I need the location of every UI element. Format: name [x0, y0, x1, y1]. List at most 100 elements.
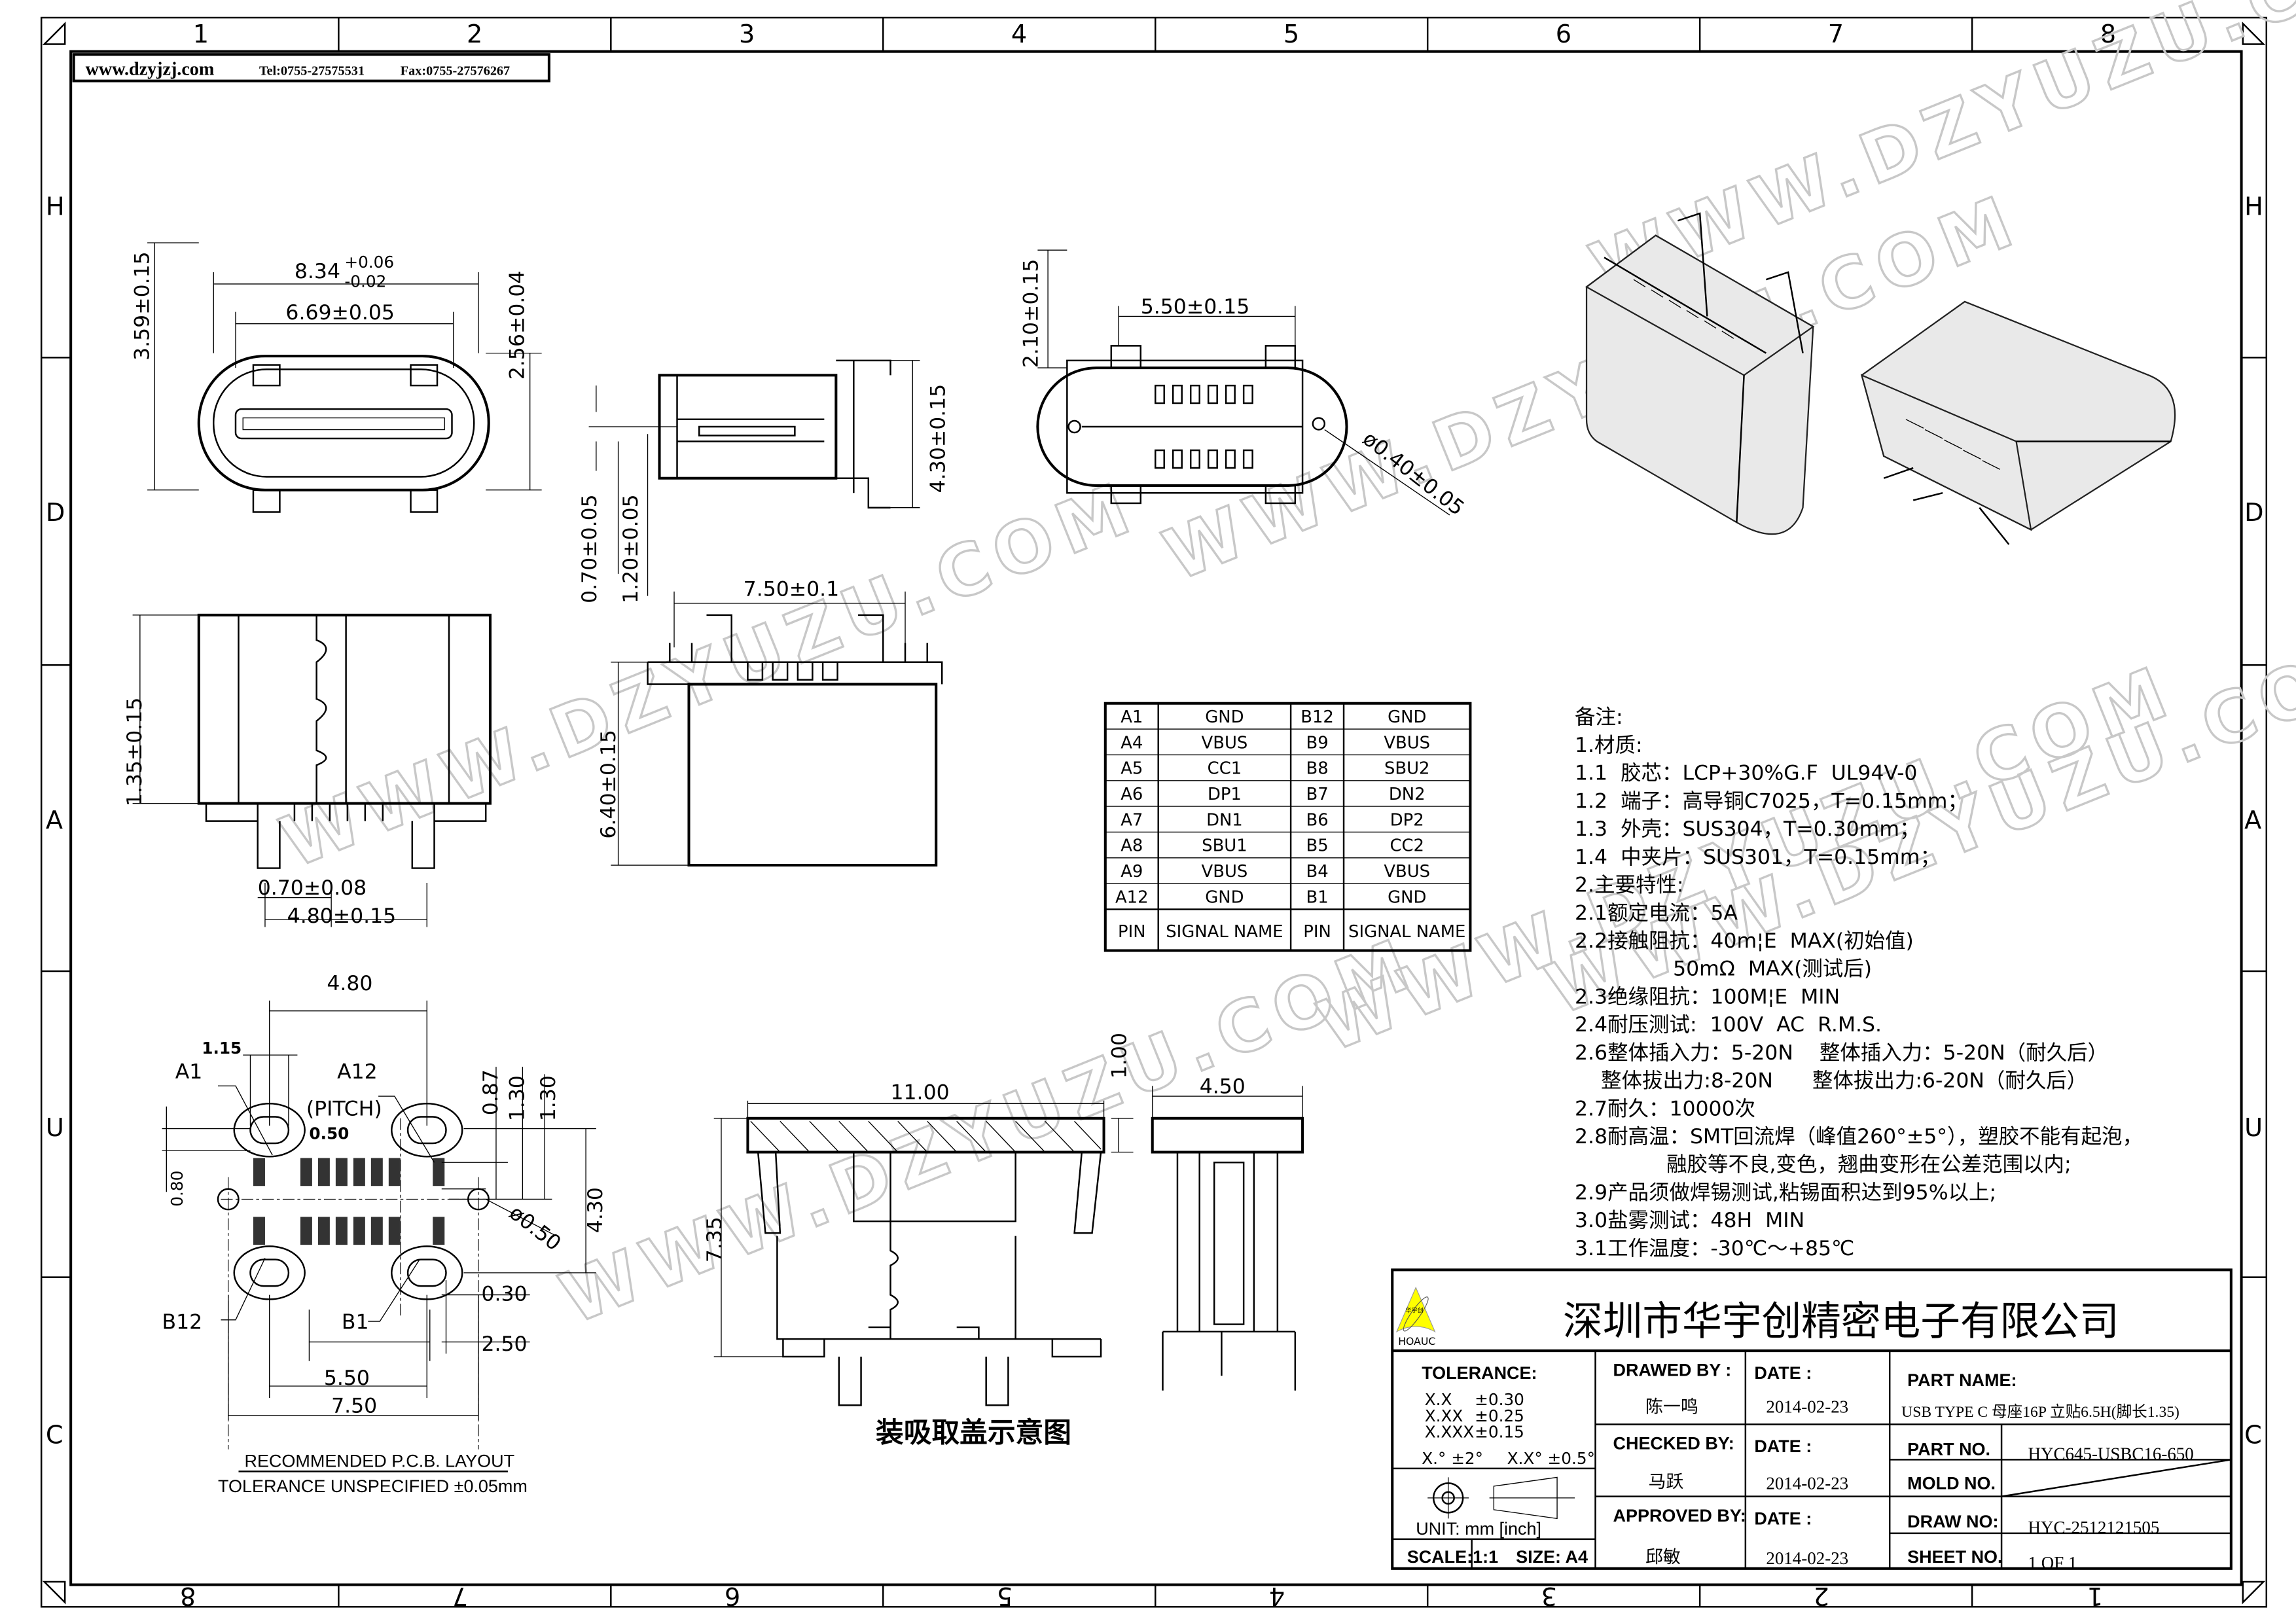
- pcb-pad: [317, 1158, 330, 1186]
- grid-col-label: 4: [1011, 20, 1027, 49]
- table-cell: B5: [1306, 836, 1328, 856]
- note-line: 备注:: [1575, 705, 1623, 729]
- dim-label: 6.40±0.15: [597, 730, 620, 839]
- drawed-by-label: DRAWED BY :: [1613, 1360, 1731, 1380]
- grid-col-label: 2: [467, 20, 482, 49]
- grid-row-label: D: [2244, 499, 2263, 527]
- pcb-dim: 0.30: [481, 1283, 527, 1306]
- website-text: www.dzyjzj.com: [86, 60, 215, 80]
- grid-col-label: 7: [452, 1581, 468, 1610]
- table-cell: GND: [1205, 707, 1244, 727]
- pcb-dim: ø0.50: [505, 1201, 565, 1255]
- pcb-pad: [335, 1217, 348, 1245]
- notes: 备注:1.材质:1.1 胶芯：LCP+30%G.F UL94V-01.2 端子：…: [1575, 705, 2143, 1260]
- note-line: 2.8耐高温：SMT回流焊（峰值260°±5°），塑胶不能有起泡，: [1575, 1125, 2143, 1149]
- pcb-dim: 5.50: [324, 1366, 370, 1390]
- table-cell: A12: [1115, 887, 1149, 907]
- dim-label: 7.50±0.1: [744, 578, 839, 601]
- scale-label: SCALE:1:1: [1407, 1547, 1498, 1567]
- pcb-dim: 0.80: [168, 1171, 187, 1207]
- note-line: 2.主要特性:: [1575, 874, 1684, 897]
- note-line: 50mΩ MAX(测试后): [1575, 957, 1872, 981]
- note-line: 3.1工作温度：-30℃～+85℃: [1575, 1237, 1854, 1260]
- grid-col-label: 1: [193, 20, 209, 49]
- pcb-pad: [300, 1158, 312, 1186]
- pcb-pad: [353, 1217, 365, 1245]
- tol-value: ±0.25: [1475, 1406, 1524, 1425]
- date-label: DATE :: [1754, 1508, 1812, 1528]
- date-value: 2014-02-23: [1766, 1397, 1848, 1416]
- cap-dim: 11.00: [891, 1081, 950, 1105]
- date-label: DATE :: [1754, 1436, 1812, 1456]
- dim-label: 2.56±0.04: [506, 271, 529, 380]
- tel-text: Tel:0755-27575531: [259, 64, 365, 79]
- table-cell: A1: [1121, 707, 1143, 727]
- dim-label: 1.20±0.05: [619, 494, 643, 603]
- pcb-dim: 4.30: [584, 1187, 607, 1233]
- pcb-pad: [317, 1217, 330, 1245]
- note-line: 融胶等不良,变色，翘曲变形在公差范围以内;: [1575, 1153, 2072, 1177]
- side-view: 0.70±0.05 1.20±0.05 4.30±0.15: [578, 359, 950, 603]
- size-label: SIZE: A4: [1516, 1547, 1588, 1567]
- pcb-dim: 2.50: [481, 1332, 527, 1356]
- grid-col-label: 3: [1541, 1581, 1557, 1610]
- unit-label: UNIT: mm [inch]: [1416, 1519, 1541, 1539]
- angle-tolerance: X.° ±2°: [1422, 1449, 1483, 1468]
- draw-no-label: DRAW NO:: [1907, 1512, 1998, 1531]
- part-name-label: PART NAME:: [1907, 1370, 2017, 1390]
- table-cell: A9: [1121, 862, 1143, 882]
- table-cell: B9: [1306, 733, 1328, 753]
- dim-label: 5.50±0.15: [1141, 295, 1250, 319]
- rear-view: 1.35±0.15 0.70±0.08 4.80±0.15: [123, 613, 492, 928]
- note-line: 2.1额定电流：5A: [1575, 901, 1738, 925]
- cap-caption: 装吸取盖示意图: [876, 1416, 1071, 1449]
- pin-label-a1: A1: [175, 1060, 203, 1084]
- table-cell: VBUS: [1202, 862, 1248, 882]
- part-no-value: HYC645-USBC16-650: [2028, 1444, 2194, 1463]
- pcb-dim: 0.87: [479, 1069, 503, 1115]
- pcb-pad: [433, 1217, 445, 1245]
- dim-label: 1.35±0.15: [123, 698, 147, 807]
- checked-by-value: 马跃: [1648, 1472, 1683, 1491]
- grid-col-label: 4: [1269, 1581, 1285, 1610]
- table-cell: B12: [1300, 707, 1334, 727]
- table-cell: DN1: [1206, 810, 1243, 830]
- note-line: 2.2接触阻抗：40m¦E MAX(初始值): [1575, 929, 1914, 953]
- pin-label-b12: B12: [162, 1310, 203, 1334]
- grid-col-label: 8: [180, 1581, 196, 1610]
- grid-labels: 1 2 3 4 5 6 7 8 1 2 3 4 5 6 7 8 H D A U …: [46, 20, 2264, 1610]
- pcb-pad: [370, 1158, 383, 1186]
- tolerance-label: TOLERANCE:: [1422, 1363, 1537, 1383]
- approved-by-value: 邱敏: [1645, 1547, 1681, 1567]
- table-cell: VBUS: [1384, 862, 1430, 882]
- sheet-no-label: SHEET NO.: [1907, 1547, 2002, 1567]
- title-block: 华宇创 HOAUC 深圳市华宇创精密电子有限公司 TOLERANCE: X.X …: [1391, 1268, 2233, 1573]
- pcb-pad: [253, 1217, 265, 1245]
- grid-row-label: C: [46, 1421, 63, 1450]
- angle-tolerance: X.X° ±0.5°: [1507, 1449, 1595, 1468]
- cap-dim: 1.00: [1107, 1033, 1131, 1079]
- dim-label: 0.70±0.05: [578, 494, 601, 603]
- table-cell: GND: [1388, 707, 1426, 727]
- table-cell: DN2: [1389, 785, 1426, 804]
- watermark-text: WWW.DZYUZU.COM: [550, 922, 1428, 1340]
- table-cell: CC1: [1208, 759, 1242, 779]
- table-cell: CC2: [1390, 836, 1424, 856]
- note-line: 1.4 中夹片：SUS301，T=0.15mm；: [1575, 846, 1941, 869]
- draw-no-value: HYC-2512121505: [2028, 1518, 2160, 1537]
- pcb-layout-title: RECOMMENDED P.C.B. LAYOUT: [244, 1452, 514, 1471]
- drawed-by-value: 陈一鸣: [1645, 1397, 1698, 1416]
- top-mount-view: 7.50±0.1 6.40±0.15: [597, 578, 943, 867]
- table-cell: A6: [1121, 785, 1143, 804]
- date-value: 2014-02-23: [1766, 1548, 1848, 1568]
- table-header-cell: PIN: [1303, 922, 1331, 942]
- note-line: 3.0盐雾测试：48H MIN: [1575, 1209, 1804, 1232]
- tol-value: ±0.15: [1475, 1423, 1524, 1442]
- grid-col-label: 5: [1283, 20, 1299, 49]
- date-value: 2014-02-23: [1766, 1473, 1848, 1493]
- note-line: 2.9产品须做焊锡测试,粘锡面积达到95%以上;: [1575, 1181, 1996, 1204]
- table-header-cell: SIGNAL NAME: [1348, 922, 1465, 942]
- pcb-tolerance-note: TOLERANCE UNSPECIFIED ±0.05mm: [218, 1476, 528, 1496]
- grid-row-label: A: [46, 806, 63, 835]
- dim-label: 0.70±0.08: [258, 876, 367, 900]
